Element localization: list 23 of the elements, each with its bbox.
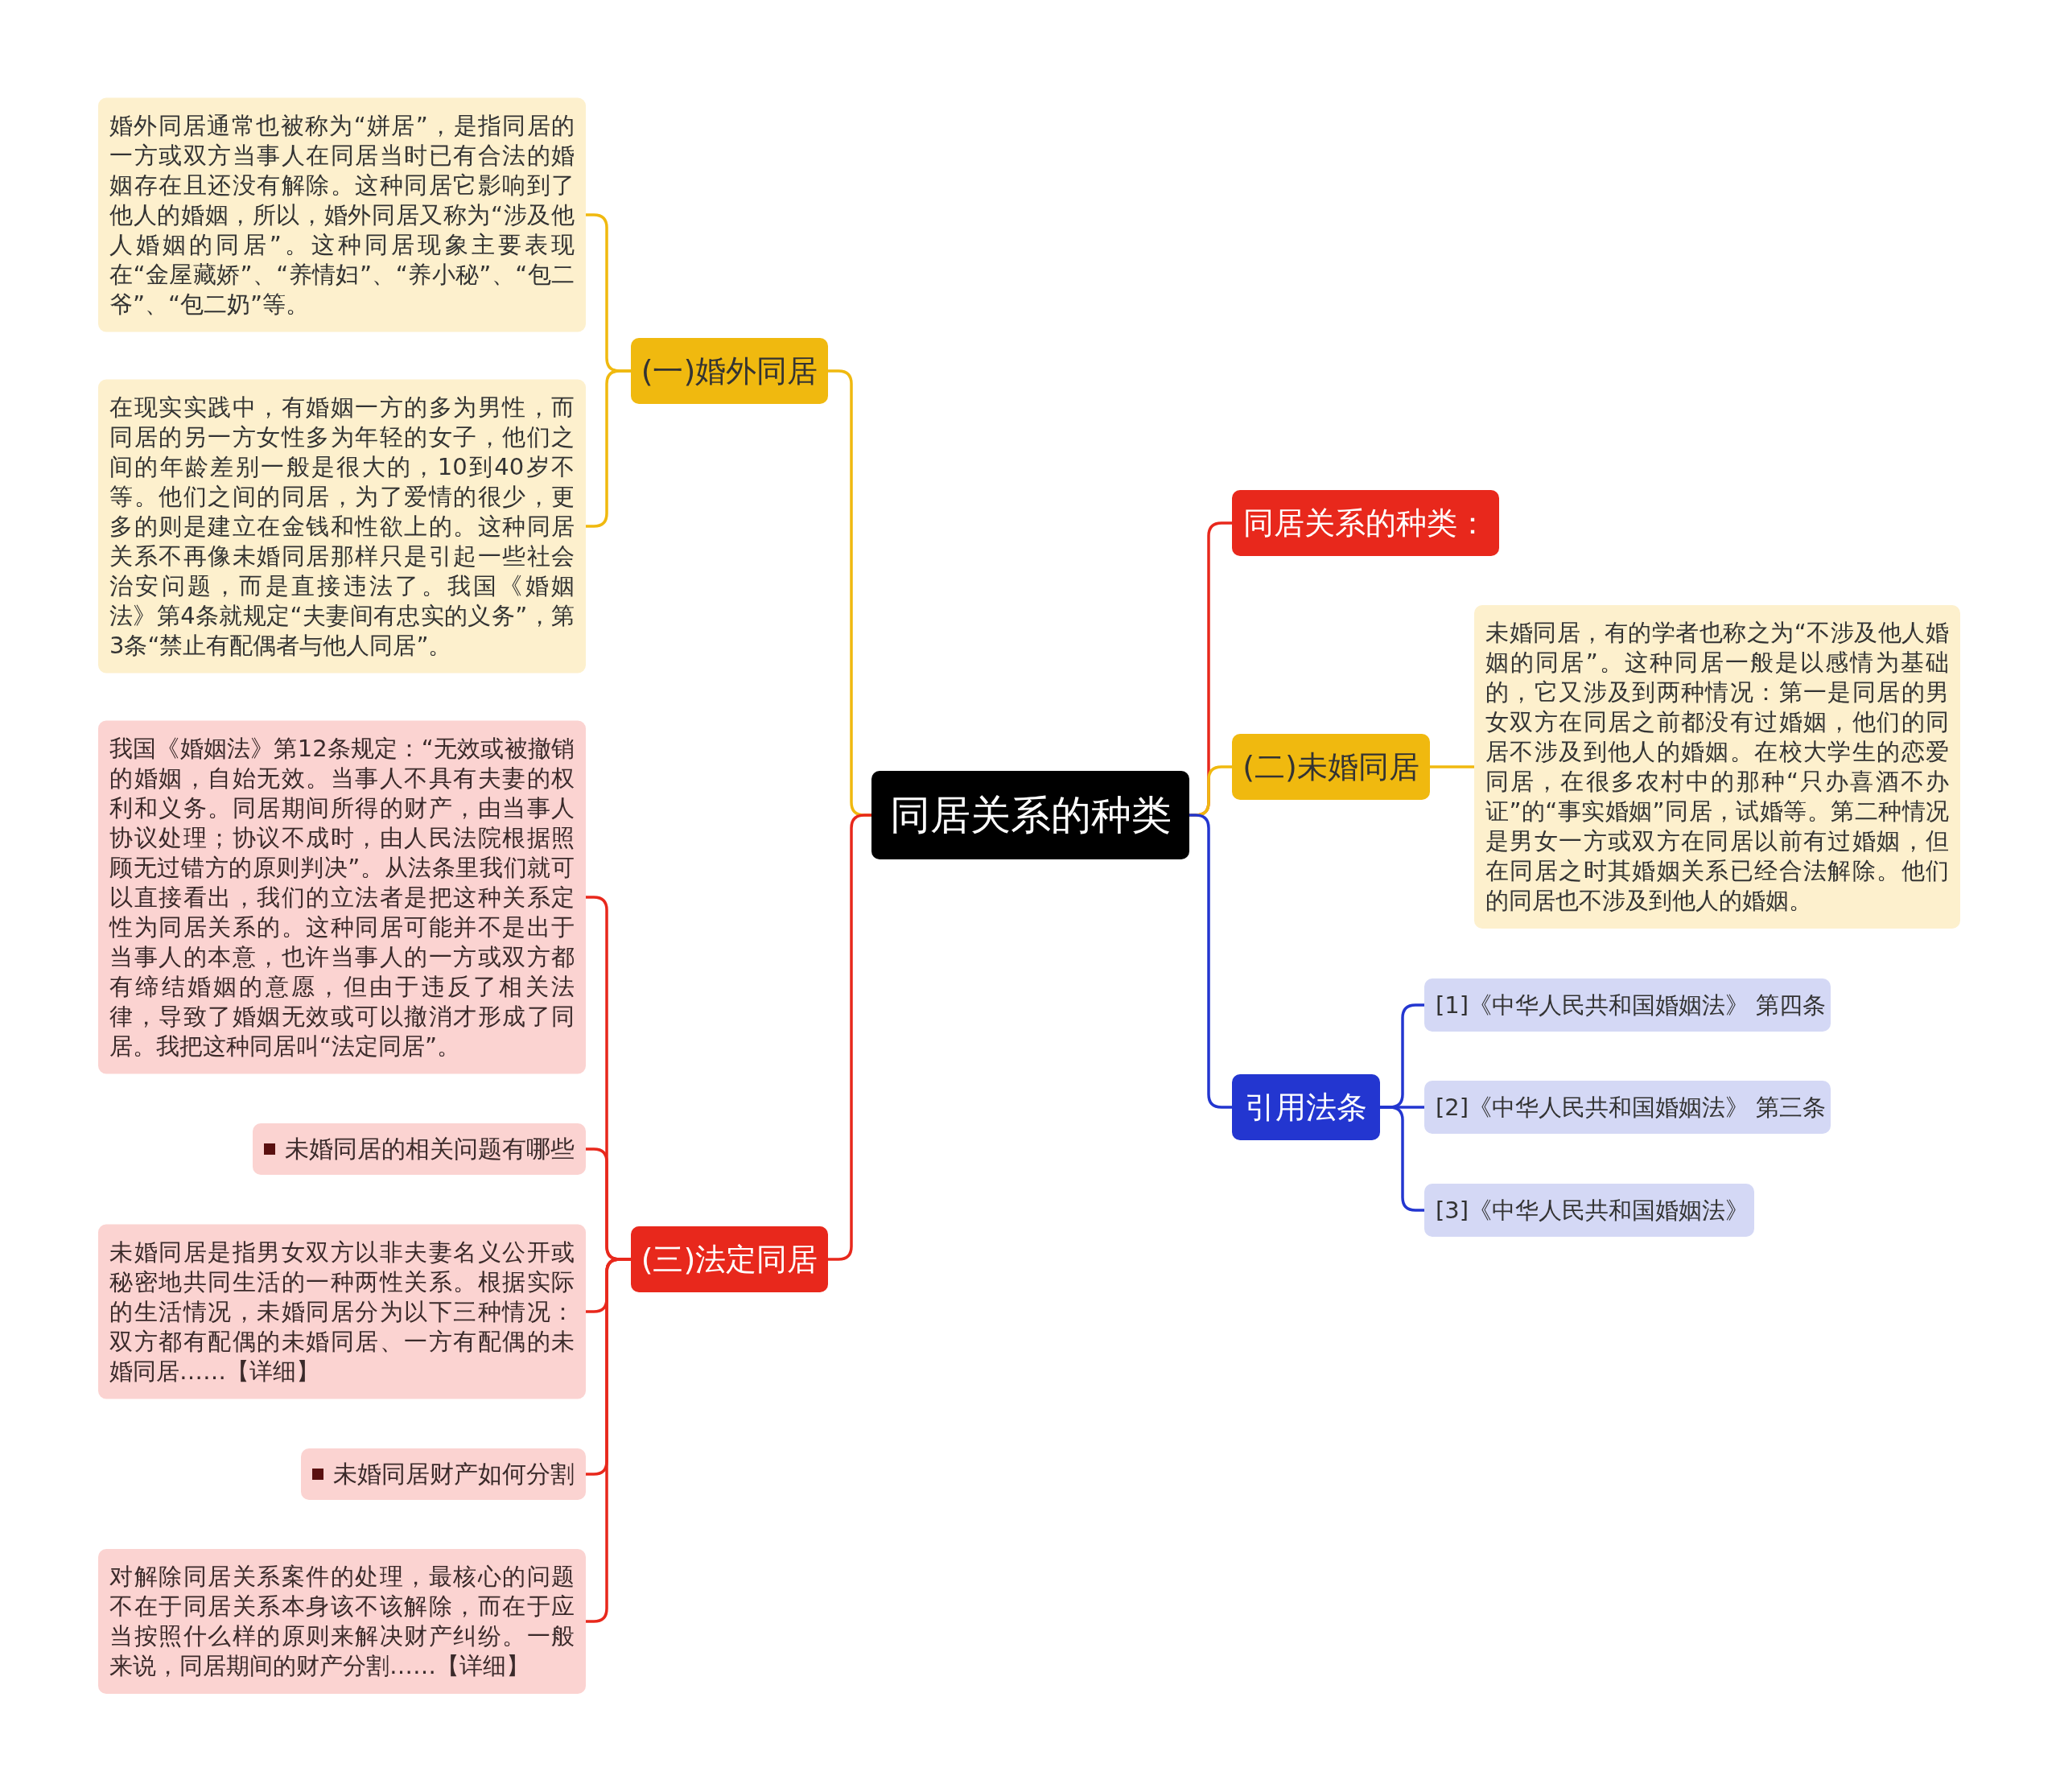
connector-line [586, 1258, 631, 1623]
reference-tag: [1]《中华人民共和国婚姻法》 第四条 [1424, 978, 1831, 1032]
note-card: 我国《婚姻法》第12条规定：“无效或被撤销的婚姻，自始无效。当事人不具有夫妻的权利和义务。同居期间所得的财产，由当事人协议处理；协议不成时，由人民法院根据照顾无过错方的原则判决”。从法条里我们就可以直接看出，我们的立法者是把这种关系定性为同居关系的。这种同居可能并不是出于当事人的本意，也许当事人的一方或双方都有缔结婚姻的意愿，但由于违反了相关法律，导致了婚姻无效或可以撤消才形成了同居。我把这种同居叫“法定同居”。 [98, 720, 586, 1074]
link-text: 未婚同居财产如何分割 [333, 1459, 575, 1489]
topic-box: (一)婚外同居 [631, 338, 828, 404]
topic-box: 同居关系的种类： [1232, 490, 1499, 556]
central-topic: 同居关系的种类 [871, 771, 1189, 859]
topic-box: 引用法条 [1232, 1074, 1380, 1140]
topic-box: (三)法定同居 [631, 1226, 828, 1292]
note-card: 对解除同居关系案件的处理，最核心的问题不在于同居关系本身该不该解除，而在于应当按照什么样的原则来解决财产纠纷。一般来说，同居期间的财产分割……【详细】 [98, 1549, 586, 1694]
link-item [301, 1448, 586, 1500]
note-card: 未婚同居是指男女双方以非夫妻名义公开或秘密地共同生活的一种两性关系。根据实际的生活情况，未婚同居分为以下三种情况：双方都有配偶的未婚同居、一方有配偶的未婚同居……【详细】 [98, 1224, 586, 1399]
reference-tag: [2]《中华人民共和国婚姻法》 第三条 [1424, 1081, 1831, 1134]
note-card: 在现实实践中，有婚姻一方的多为男性，而同居的另一方女性多为年轻的女子，他们之间的年龄差别一般是很大的，10到40岁不等。他们之间的同居，为了爱情的很少，更多的则是建立在金钱和性欲上的。这种同居关系不再像未婚同居那样只是引起一些社会治安问题，而是直接违法了。我国《婚姻法》第4条就规定“夫妻间有忠实的义务”，第3条“禁止有配偶者与他人同居”。 [98, 379, 586, 674]
reference-tag: [3]《中华人民共和国婚姻法》 [1424, 1184, 1754, 1237]
connector-line [586, 369, 631, 528]
note-card: 未婚同居，有的学者也称之为“不涉及他人婚姻的同居”。这种同居一般是以感情为基础的，它又涉及到两种情况：第一是同居的男女双方在同居之前都没有过婚姻，他们的同居不涉及到他人的婚姻。在校大学生的恋爱同居，在很多农村中的那种“只办喜酒不办证”的“事实婚姻”同居，试婚等。第二种情况是男女一方或双方在同居以前有过婚姻，但在同居之时其婚姻关系已经合法解除。他们的同居也不涉及到他人的婚姻。 [1474, 605, 1960, 929]
note-card: 婚外同居通常也被称为“姘居”，是指同居的一方或双方当事人在同居当时已有合法的婚姻存在且还没有解除。这种同居它影响到了他人的婚姻，所以，婚外同居又称为“涉及他人婚姻的同居”。这种同居现象主要表现在“金屋藏娇”、“养情妇”、“养小秘”、“包二爷”、“包二奶”等。 [98, 97, 586, 332]
link-item [253, 1123, 586, 1175]
link-text: 未婚同居的相关问题有哪些 [285, 1134, 575, 1164]
connector-line [1430, 765, 1474, 768]
topic-box: (二)未婚同居 [1232, 734, 1430, 800]
connector-line [1380, 1106, 1424, 1212]
